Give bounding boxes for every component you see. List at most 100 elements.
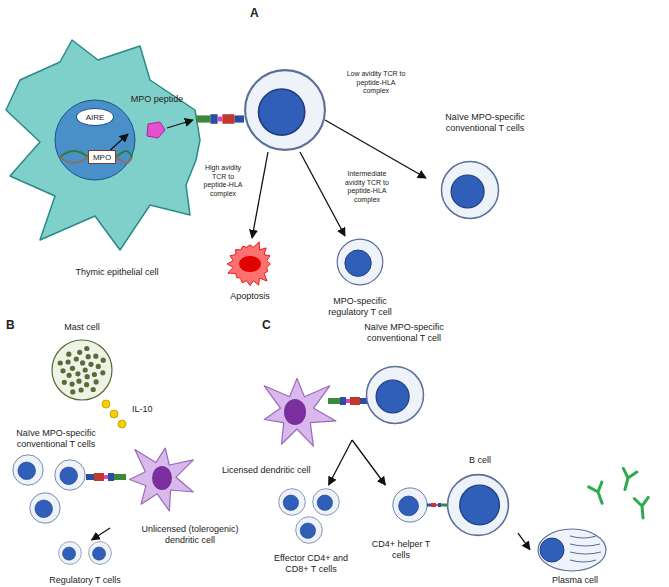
granule [84, 346, 89, 351]
avidity-note: Intermediate avidity TCR to peptide-HLA … [338, 170, 396, 204]
b-cell: B cell [442, 455, 518, 547]
fate-arrow [252, 152, 268, 238]
fate-arrow [300, 152, 345, 236]
cell-label: Unlicensed (tolerogenic) dendritic cell [138, 524, 242, 546]
plasma-nucleus [540, 538, 564, 562]
mast-granules [58, 346, 106, 395]
t-cell [89, 542, 112, 565]
receptor-complex [86, 473, 126, 481]
mpo-gene-box: MPO [88, 150, 116, 164]
panel-letter: C [262, 318, 271, 332]
effector-t-cells: Effector CD4+ and CD8+ T cells [262, 485, 360, 575]
licensed-dendritic-cell: Licensed dendritic cell [222, 368, 340, 476]
granule [77, 350, 82, 355]
peptide-arrow [167, 120, 193, 128]
il10-dot [118, 420, 126, 428]
granule [70, 366, 75, 371]
granule [92, 372, 97, 377]
naive-t-cell: Naïve MPO-specific conventional T cells [428, 112, 542, 228]
arrow-connector [92, 528, 110, 540]
dendritic-nucleus [284, 399, 306, 425]
t-cell [279, 489, 306, 516]
apoptotic-cell: Apoptosis [218, 240, 282, 302]
granule [100, 370, 105, 375]
plasma-er [570, 536, 601, 562]
granule [70, 389, 75, 394]
cell-label: Effector CD4+ and CD8+ T cells [262, 553, 360, 575]
t-cell [296, 517, 323, 544]
granule [96, 364, 101, 369]
t-cell [393, 488, 427, 522]
dendritic-cell [130, 448, 194, 511]
granule [101, 358, 106, 363]
granule [94, 379, 99, 384]
dendritic-nucleus [152, 466, 172, 490]
tolerogenic-dendritic-cell: Unlicensed (tolerogenic) dendritic cell [110, 440, 242, 546]
plasma-cell: Plasma cell [530, 520, 620, 586]
arrow-connector [110, 134, 128, 150]
granule [62, 380, 67, 385]
t-cell [442, 162, 499, 219]
dna-helix [60, 151, 132, 163]
dna-helix [60, 151, 132, 163]
t-cell [59, 542, 82, 565]
mpo-peptide-shape [147, 122, 165, 138]
t-cell [30, 493, 60, 523]
fate-arrow [325, 120, 426, 178]
cell-label: Regulatory T cells [30, 575, 140, 586]
granule [76, 379, 81, 384]
t-cell [13, 455, 43, 485]
t-cell [367, 367, 424, 424]
cell-label: Naïve MPO-specific conventional T cells [428, 112, 542, 134]
granule [91, 387, 96, 392]
regulatory-t-cells: Regulatory T cells [30, 540, 140, 586]
arrow-connector [518, 533, 530, 550]
cell-label: AIRE [77, 109, 113, 125]
cell-label: Thymic epithelial cell [4, 267, 230, 278]
granule [83, 367, 88, 372]
panel-letter: A [250, 6, 259, 20]
granule [86, 354, 91, 359]
cell-label: B cell [442, 455, 518, 466]
mast-cell [52, 340, 112, 400]
cell-label: Naïve MPO-specific conventional T cells [4, 428, 108, 450]
cytokine-label: IL-10 [132, 404, 153, 415]
mast-cell: Mast cell [40, 322, 124, 404]
thymic-cell-outline [6, 40, 200, 250]
granule [84, 382, 89, 387]
granule [88, 362, 93, 367]
granule [67, 373, 72, 378]
cell-label: MPO-specific regulatory T cell [318, 296, 402, 318]
il10-dot [102, 400, 110, 408]
receptor-complex [328, 397, 368, 405]
t-cell [337, 239, 383, 285]
granule [60, 368, 65, 373]
t-cell [55, 460, 85, 490]
arrow-connector [352, 440, 385, 485]
cell-label: MPO peptide [128, 94, 186, 105]
avidity-note: High avidity TCR to peptide-HLA complex [201, 164, 245, 198]
granule [79, 387, 84, 392]
t-cell [313, 489, 340, 516]
cell-label: CD4+ helper T cells [362, 539, 440, 561]
aire-oval: AIRE [76, 108, 114, 126]
granule [58, 360, 63, 365]
cell-label: Mast cell [40, 322, 124, 333]
granule [93, 354, 98, 359]
arrow-connector [329, 440, 353, 485]
receptor-complex [196, 114, 244, 124]
cell-label: Plasma cell [530, 575, 620, 586]
cell-label: MPO [89, 151, 115, 163]
thymic-nucleus [55, 100, 135, 180]
b-cell [448, 475, 509, 536]
granule [70, 382, 75, 387]
avidity-note: Low avidity TCR to peptide-HLA complex [345, 70, 407, 96]
naive-t-cell: Naïve MPO-specific conventional T cell [345, 322, 463, 440]
cell-label: Licensed dendritic cell [222, 465, 340, 476]
t-cell [245, 70, 325, 150]
granule [66, 352, 71, 357]
antibodies [589, 468, 650, 518]
granule [75, 371, 80, 376]
